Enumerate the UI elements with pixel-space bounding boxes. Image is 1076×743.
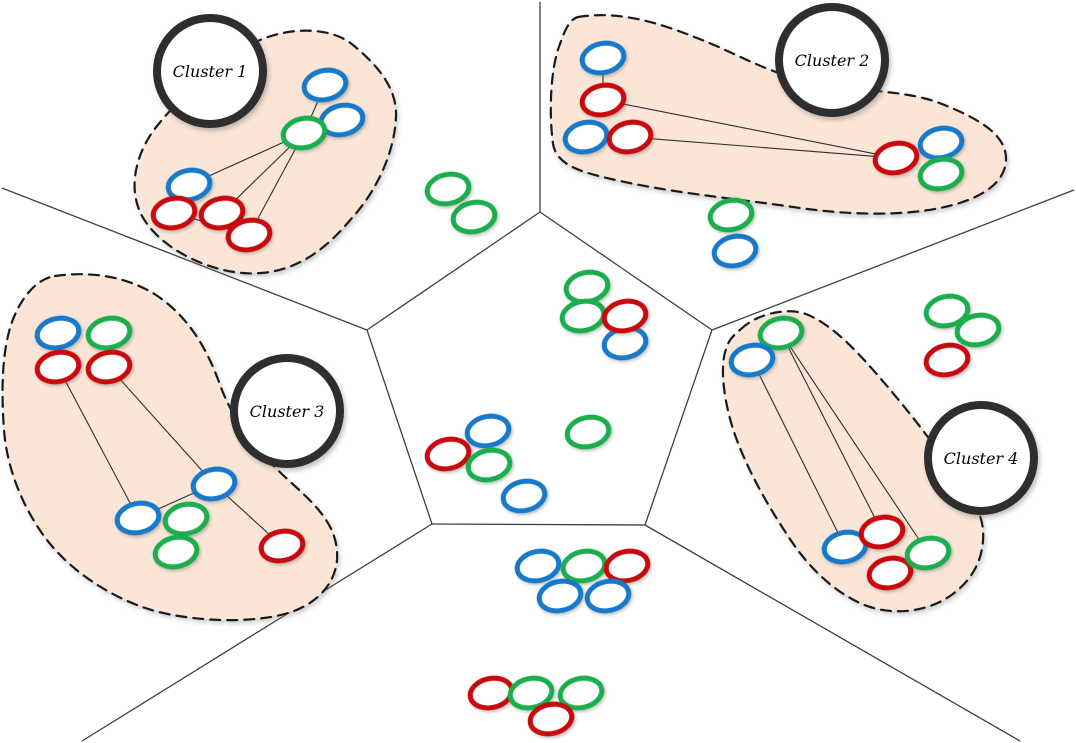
partition-edge (644, 524, 1021, 742)
data-point-ellipse-red-cluster-1 (150, 195, 198, 231)
partition-edge (644, 329, 713, 526)
cluster-label-1: Cluster 1 (173, 62, 248, 81)
data-point-ellipse-green (507, 675, 555, 711)
cluster-1-link (248, 132, 305, 236)
cluster-region-blob-4 (721, 310, 985, 613)
data-point-ellipse-red (424, 436, 472, 472)
data-point-ellipse-green-cluster-3 (152, 534, 200, 570)
data-point-ellipse-green-cluster-1 (280, 115, 328, 151)
partition-edge (1, 187, 368, 331)
partition-edge (431, 523, 646, 526)
data-point-ellipse-red-cluster-2 (579, 82, 627, 118)
data-point-ellipse-blue-cluster-1 (165, 167, 213, 203)
cluster-label-2: Cluster 2 (795, 51, 870, 70)
data-point-ellipse-blue (464, 413, 512, 449)
data-point-ellipse-green-cluster-4 (757, 315, 805, 351)
data-point-ellipse-blue (711, 233, 759, 269)
data-point-ellipse-green (707, 197, 755, 233)
data-point-ellipse-green (424, 171, 472, 207)
data-point-ellipse-red-cluster-1 (225, 217, 273, 253)
data-point-ellipse-blue-cluster-3 (190, 466, 238, 502)
data-point-ellipse-red (923, 342, 971, 378)
data-point-ellipse-blue-cluster-1 (301, 67, 349, 103)
data-point-ellipse-blue (500, 478, 548, 514)
data-point-ellipse-blue (584, 578, 632, 614)
data-point-ellipse-blue-cluster-2 (562, 119, 610, 155)
cluster-label-4: Cluster 4 (944, 449, 1019, 468)
cluster-3-link (57, 366, 139, 519)
data-point-ellipse-red-cluster-3 (258, 528, 306, 564)
cluster-badge-3 (230, 354, 344, 468)
data-point-ellipse-red-cluster-1 (198, 195, 246, 231)
partition-edge (711, 189, 1075, 331)
data-point-ellipse-green (465, 447, 513, 483)
data-point-ellipse-red-cluster-2 (606, 119, 654, 155)
cluster-2-link (629, 136, 897, 159)
data-point-ellipse-green (560, 548, 608, 584)
data-point-ellipse-red (603, 548, 651, 584)
data-point-ellipse-red (467, 675, 515, 711)
data-point-ellipse-blue-cluster-3 (114, 500, 162, 536)
data-point-ellipse-blue (536, 578, 584, 614)
data-point-ellipse-green (923, 293, 971, 329)
data-point-ellipse-blue-cluster-4 (728, 342, 776, 378)
data-point-ellipse-green-cluster-3 (162, 501, 210, 537)
data-point-ellipse-red (527, 701, 575, 737)
cluster-3-link (108, 366, 215, 485)
cluster-4-link (780, 332, 929, 554)
data-point-ellipse-red (601, 298, 649, 334)
data-point-ellipse-green-cluster-3 (85, 315, 133, 351)
data-point-ellipse-red-cluster-4 (866, 555, 914, 591)
data-point-ellipse-red-cluster-3 (34, 349, 82, 385)
data-point-ellipse-red-cluster-2 (872, 140, 920, 176)
cluster-4-link (780, 332, 883, 533)
data-point-ellipse-red-cluster-4 (858, 514, 906, 550)
data-point-ellipse-green (559, 298, 607, 334)
data-point-ellipse-green (564, 414, 612, 450)
data-point-ellipse-green-cluster-4 (904, 535, 952, 571)
data-point-ellipse-green (557, 675, 605, 711)
cluster-label-3: Cluster 3 (250, 402, 325, 421)
partition-edge (366, 211, 541, 331)
data-point-ellipse-green (450, 199, 498, 235)
cluster-4-link (751, 359, 846, 548)
cluster-badge-1 (153, 14, 267, 128)
data-point-ellipse-red-cluster-3 (85, 349, 133, 385)
data-point-ellipse-blue (514, 548, 562, 584)
partition-edge (81, 523, 433, 742)
data-point-ellipse-green (954, 312, 1002, 348)
data-point-ellipse-blue-cluster-2 (579, 40, 627, 76)
partition-edge (539, 211, 713, 331)
partition-edge (366, 329, 433, 525)
cluster-region-blob-3 (1, 273, 339, 622)
cluster-badge-2 (775, 3, 889, 117)
data-point-ellipse-blue-cluster-3 (34, 315, 82, 351)
data-point-ellipse-green-cluster-2 (917, 156, 965, 192)
cluster-badge-4 (924, 401, 1038, 515)
cluster-2-link (602, 99, 897, 159)
